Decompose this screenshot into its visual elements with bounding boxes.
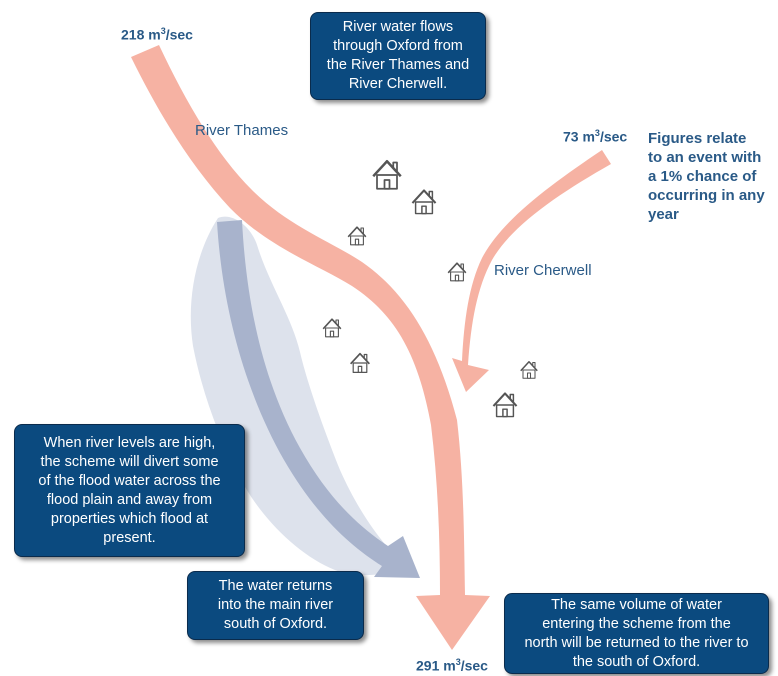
callout-same-volume: The same volume of water entering the sc… — [504, 593, 769, 674]
probability-note: Figures relate to an event with a 1% cha… — [648, 130, 765, 223]
callout-scheme-diverts: When river levels are high, the scheme w… — [14, 424, 245, 557]
cherwell-flow-arrow — [452, 150, 611, 392]
outflow-unit: /sec — [460, 657, 488, 674]
thames-flow-value: 218 m — [121, 26, 161, 43]
house-icon — [411, 189, 437, 215]
thames-flow-arrow — [131, 45, 490, 650]
outflow-label: 291 m3/sec — [416, 657, 488, 674]
house-icon — [492, 392, 518, 418]
house-icon — [447, 262, 467, 282]
house-icon — [322, 318, 342, 338]
thames-label: River Thames — [195, 122, 289, 139]
cherwell-flow-sup: 3 — [594, 128, 600, 138]
outflow-value: 291 m — [416, 657, 456, 674]
cherwell-flow-value: 73 m — [563, 128, 595, 145]
cherwell-label: River Cherwell — [494, 262, 592, 279]
thames-flow-unit: /sec — [165, 26, 193, 43]
house-icon — [349, 352, 371, 374]
cherwell-flow-unit: /sec — [599, 128, 628, 145]
thames-flow-sup: 3 — [160, 26, 166, 36]
callout-river-flows: River water flows through Oxford from th… — [310, 12, 486, 100]
outflow-sup: 3 — [455, 657, 461, 667]
thames-flow-label: 218 m3/sec — [121, 26, 193, 43]
callout-water-returns: The water returns into the main river so… — [187, 571, 364, 640]
house-icon — [372, 160, 402, 190]
cherwell-flow-label: 73 m3/sec — [563, 128, 627, 145]
house-icon — [347, 226, 367, 246]
scheme-diversion-arrow — [217, 220, 420, 578]
house-icon — [520, 361, 538, 379]
